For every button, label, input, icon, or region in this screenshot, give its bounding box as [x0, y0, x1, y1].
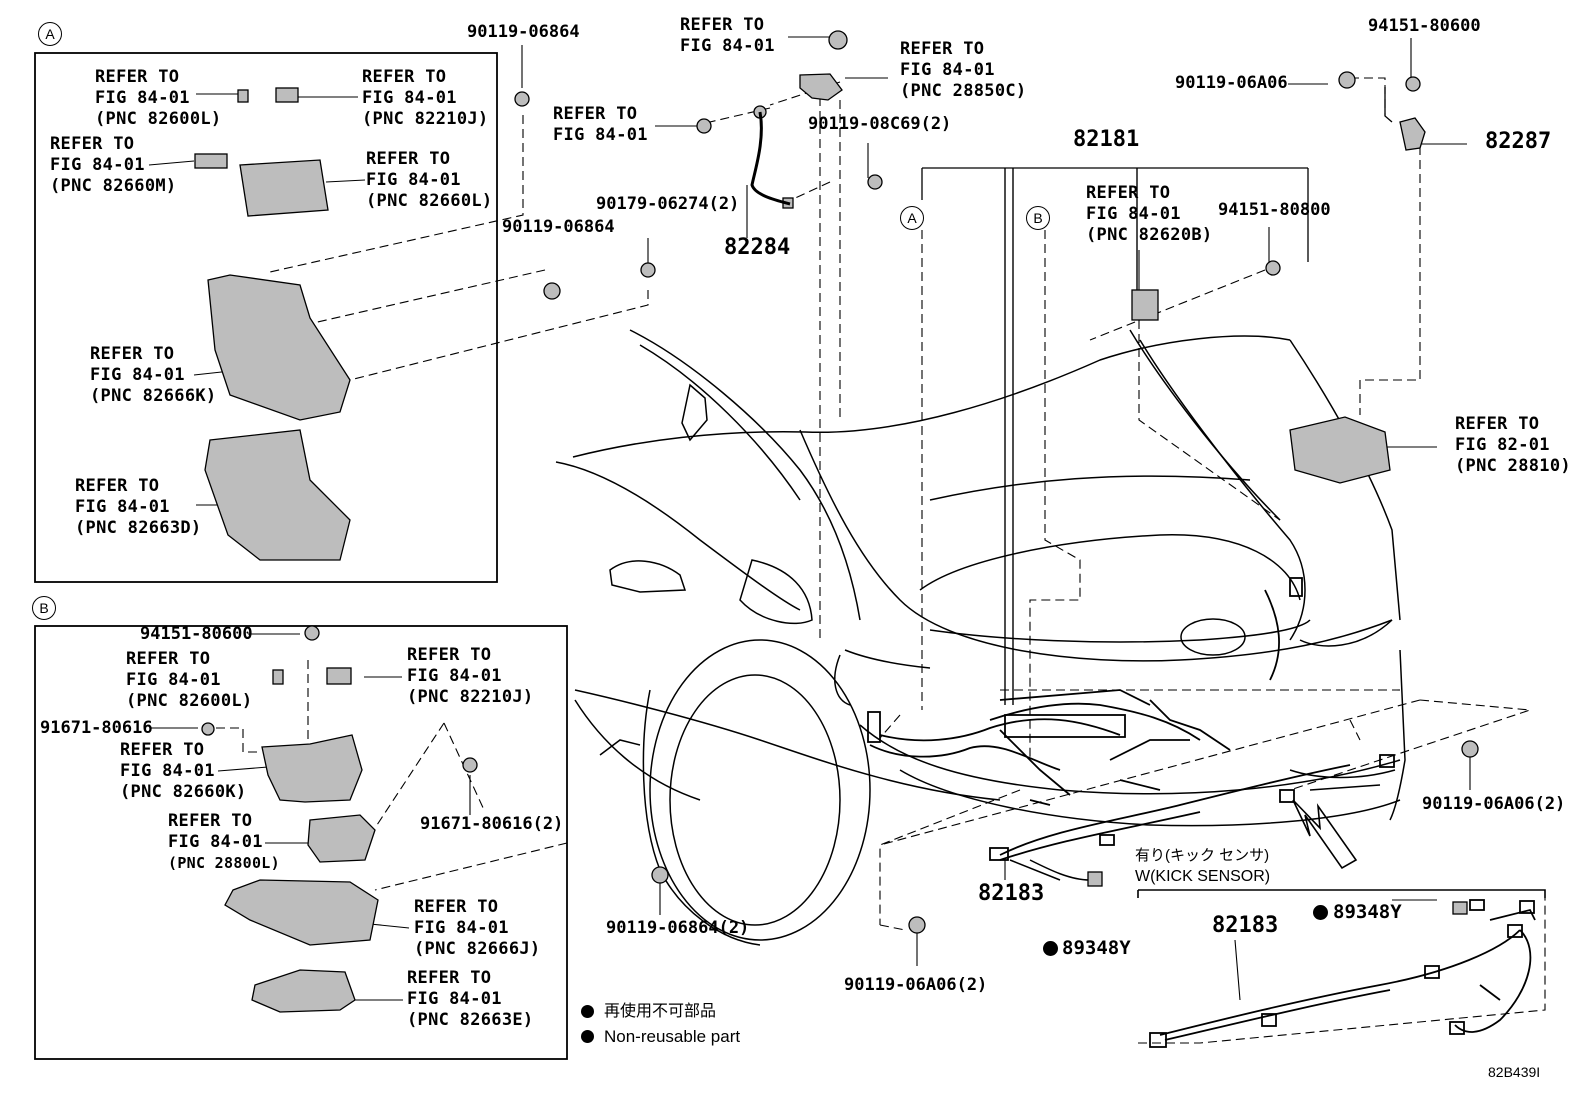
fig-ref: FIG 84-01	[680, 36, 775, 56]
pnc-ref: (PNC 82660L)	[366, 191, 493, 211]
part-number-90119-06864-mid: 90119-06864	[502, 217, 615, 237]
refer-to-text: REFER TO	[407, 645, 492, 665]
non-reusable-dot	[1313, 905, 1328, 920]
fig-ref: FIG 84-01	[407, 989, 502, 1009]
part-number-91671-80616: 91671-80616	[40, 718, 153, 738]
fig-ref: FIG 84-01	[168, 832, 263, 852]
refer-to-text: REFER TO	[168, 811, 253, 831]
kick-sensor-bracket	[1137, 889, 1546, 898]
kick-sensor-label-jp: 有り(キック センサ)	[1135, 847, 1270, 864]
pnc-ref: (PNC 82663E)	[407, 1010, 534, 1030]
fig-ref: FIG 84-01	[1086, 204, 1181, 224]
part-number-91671-80616-2: 91671-80616(2)	[420, 814, 564, 834]
refer-to-text: REFER TO	[553, 104, 638, 124]
part-number-89348y-main: 89348Y	[1062, 937, 1131, 959]
refer-to-text: REFER TO	[680, 15, 765, 35]
legend-dot-jp	[581, 1005, 594, 1018]
fig-ref: FIG 84-01	[362, 88, 457, 108]
fig-ref: FIG 84-01	[407, 666, 502, 686]
pnc-ref: (PNC 82210J)	[362, 109, 489, 129]
harness-82183-kick-drawing	[1149, 899, 1536, 1048]
car-body-outline	[555, 329, 1406, 946]
part-number-90119-06a06-bottom: 90119-06A06(2)	[844, 975, 988, 995]
pnc-ref: (PNC 82620B)	[1086, 225, 1213, 245]
fig-ref: FIG 84-01	[414, 918, 509, 938]
pnc-ref: (PNC 82660K)	[120, 782, 247, 802]
part-number-82183-kick: 82183	[1212, 913, 1279, 938]
pnc-ref: (PNC 82600L)	[126, 691, 253, 711]
inset-a-marker: A	[38, 22, 62, 46]
fig-ref: FIG 84-01	[50, 155, 145, 175]
non-reusable-dot	[1043, 941, 1058, 956]
part-number-89348y-kick: 89348Y	[1333, 901, 1402, 923]
direction-arrow	[1292, 799, 1358, 870]
part-number-90119-06a06-right: 90119-06A06(2)	[1422, 794, 1566, 814]
pnc-ref: (PNC 28800L)	[168, 854, 280, 872]
refer-to-text: REFER TO	[366, 149, 451, 169]
refer-to-text: REFER TO	[1455, 414, 1540, 434]
legend-jp: 再使用不可部品	[604, 1003, 717, 1020]
ground-strap-82284	[750, 111, 791, 206]
part-number-90179-06274: 90179-06274(2)	[596, 194, 740, 214]
kick-sensor-label-en: W(KICK SENSOR)	[1135, 868, 1271, 885]
pnc-ref: (PNC 82666J)	[414, 939, 541, 959]
refer-to-text: REFER TO	[126, 649, 211, 669]
part-number-90119-06a06-top: 90119-06A06	[1175, 73, 1288, 93]
harness-82183-main-drawing	[989, 754, 1395, 861]
part-number-90119-08c69: 90119-08C69(2)	[808, 114, 952, 134]
marker-a-main: A	[900, 206, 924, 230]
inset-b-marker: B	[32, 596, 56, 620]
pnc-ref: (PNC 82600L)	[95, 109, 222, 129]
inset-a-frame	[34, 52, 498, 583]
component-shapes	[194, 30, 1479, 1013]
inset-b-frame	[34, 625, 568, 1060]
part-number-94151-80800: 94151-80800	[1218, 200, 1331, 220]
pnc-ref: (PNC 82210J)	[407, 687, 534, 707]
refer-to-text: REFER TO	[900, 39, 985, 59]
part-number-94151-80600-inset: 94151-80600	[140, 624, 253, 644]
fig-ref: FIG 84-01	[95, 88, 190, 108]
part-number-82284: 82284	[724, 235, 791, 260]
pnc-ref: (PNC 28850C)	[900, 81, 1027, 101]
fig-ref: FIG 84-01	[90, 365, 185, 385]
pnc-ref: (PNC 82663D)	[75, 518, 202, 538]
fig-ref: FIG 84-01	[553, 125, 648, 145]
refer-to-text: REFER TO	[90, 344, 175, 364]
part-number-94151-80600: 94151-80600	[1368, 16, 1481, 36]
harness-82181-drawing	[867, 577, 1303, 806]
legend-en: Non-reusable part	[604, 1027, 741, 1046]
pnc-ref: (PNC 82666K)	[90, 386, 217, 406]
refer-to-text: REFER TO	[120, 740, 205, 760]
marker-b-main: B	[1026, 206, 1050, 230]
fig-ref: FIG 84-01	[126, 670, 221, 690]
refer-to-text: REFER TO	[95, 67, 180, 87]
pnc-ref: (PNC 28810)	[1455, 456, 1571, 476]
refer-to-text: REFER TO	[414, 897, 499, 917]
refer-to-text: REFER TO	[407, 968, 492, 988]
fig-ref: FIG 82-01	[1455, 435, 1550, 455]
legend-dot-en	[581, 1030, 594, 1043]
refer-to-text: REFER TO	[50, 134, 135, 154]
refer-to-text: REFER TO	[362, 67, 447, 87]
refer-to-text: REFER TO	[75, 476, 160, 496]
figure-code: 82B439I	[1488, 1064, 1541, 1080]
refer-to-text: REFER TO	[1086, 183, 1171, 203]
part-number-90119-06864-top: 90119-06864	[467, 22, 580, 42]
fig-ref: FIG 84-01	[366, 170, 461, 190]
pnc-ref: (PNC 82660M)	[50, 176, 177, 196]
part-number-82287: 82287	[1485, 129, 1552, 154]
fig-ref: FIG 84-01	[75, 497, 170, 517]
part-number-90119-06864-bottom: 90119-06864(2)	[606, 918, 750, 938]
part-number-82181: 82181	[1073, 127, 1140, 152]
fig-ref: FIG 84-01	[120, 761, 215, 781]
fig-ref: FIG 84-01	[900, 60, 995, 80]
part-number-82183-main: 82183	[978, 881, 1045, 906]
